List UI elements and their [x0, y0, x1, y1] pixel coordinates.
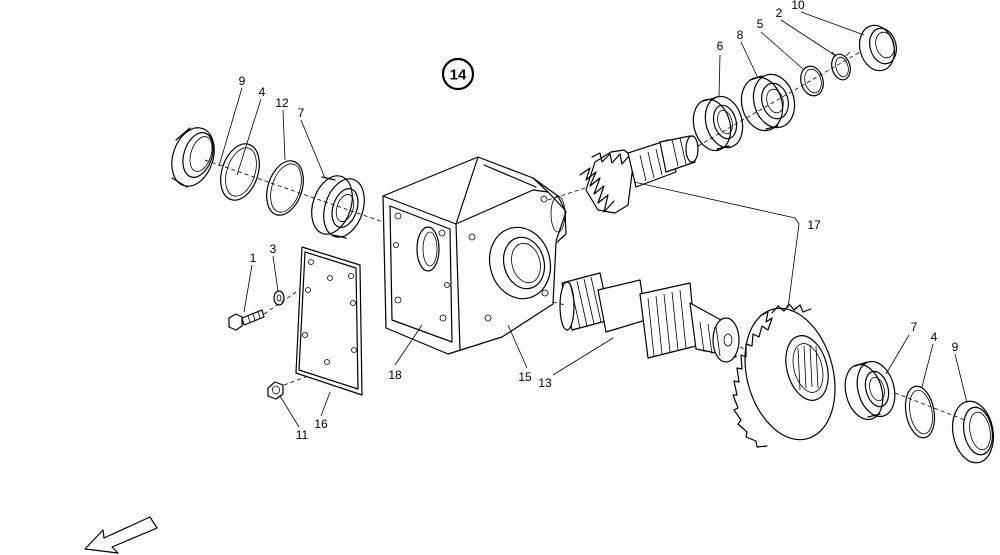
callout-2: 2 — [776, 6, 783, 20]
ring-upper — [800, 65, 824, 97]
nut — [267, 381, 284, 400]
callout-11: 11 — [296, 428, 309, 442]
bearing-upper-1 — [692, 95, 744, 152]
output-shaft — [559, 272, 740, 363]
callout-7-right: 7 — [911, 320, 918, 334]
callout-10: 10 — [791, 0, 805, 12]
diagram-number-badge: 14 — [441, 57, 475, 91]
callout-labels: 9 4 12 7 1 3 11 16 18 15 13 6 8 5 2 10 1… — [239, 0, 959, 442]
pinion-gear — [579, 135, 699, 214]
callout-4-left: 4 — [259, 85, 266, 99]
gearbox-housing — [382, 156, 567, 355]
cover-plate — [295, 246, 363, 396]
callout-17: 17 — [807, 218, 821, 232]
snap-ring-upper — [831, 51, 851, 81]
callout-1: 1 — [250, 251, 257, 265]
callout-12: 12 — [275, 96, 289, 110]
seal-left — [171, 127, 215, 188]
seal-upper — [858, 24, 897, 72]
svg-text:14: 14 — [450, 67, 467, 84]
ring-gear — [732, 303, 836, 448]
bearing-upper-2 — [740, 73, 796, 132]
washer — [273, 290, 285, 306]
callout-13: 13 — [538, 376, 552, 390]
seal-lower-right — [951, 400, 995, 464]
callout-3: 3 — [270, 242, 277, 256]
callout-5: 5 — [757, 17, 764, 31]
callout-16: 16 — [314, 417, 328, 431]
callout-6: 6 — [717, 39, 724, 53]
bolt — [228, 309, 265, 331]
callout-18: 18 — [388, 368, 402, 382]
callout-7-left: 7 — [298, 106, 305, 120]
callout-15: 15 — [518, 370, 532, 384]
bearing-lower-right — [844, 360, 896, 421]
arrow-icon — [84, 516, 158, 554]
callout-4-right: 4 — [931, 330, 938, 344]
callout-9-left: 9 — [239, 74, 246, 88]
snap-ring-lower-right — [904, 385, 936, 439]
callout-8: 8 — [737, 28, 744, 42]
callout-9-right: 9 — [952, 340, 959, 354]
leader-lines — [218, 11, 968, 428]
